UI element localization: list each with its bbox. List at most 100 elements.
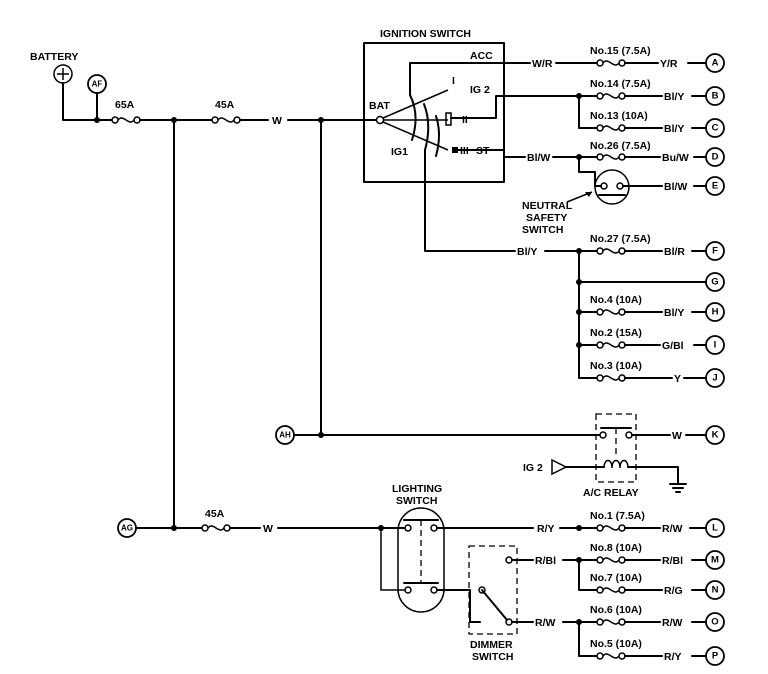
connector-h[interactable]: H <box>705 302 725 322</box>
neutral-label-2: SAFETY <box>526 212 567 224</box>
battery-label: BATTERY <box>30 51 78 63</box>
wire-out-k: W <box>672 430 682 442</box>
connector-af[interactable]: AF <box>87 74 107 94</box>
wire-w-r-label: W/R <box>532 58 553 70</box>
fuse-no4 <box>596 308 626 316</box>
svg-text:A: A <box>712 58 719 69</box>
wire-out-o: R/W <box>662 617 683 629</box>
ign-ig1-label: IG1 <box>391 146 408 158</box>
wire-w-lighting-label: W <box>263 523 273 535</box>
ign-pos-ii: II <box>462 114 468 126</box>
dimmer-switch <box>468 545 518 635</box>
connector-d[interactable]: D <box>705 147 725 167</box>
fuse-no13 <box>596 124 626 132</box>
fuse-no2 <box>596 341 626 349</box>
wire-out-e: Bl/W <box>664 181 687 193</box>
connector-i[interactable]: I <box>705 335 725 355</box>
wire-r-w-label: R/W <box>535 617 556 629</box>
fuse-no1 <box>596 524 626 532</box>
battery: BATTERY <box>30 51 78 84</box>
fuse-no26 <box>596 153 626 161</box>
lighting-switch-label-2: SWITCH <box>396 495 437 507</box>
ac-relay <box>595 413 637 483</box>
dimmer-label-2: SWITCH <box>472 651 513 663</box>
fuse-no8 <box>596 556 626 564</box>
fuse-no15 <box>596 59 626 67</box>
svg-text:AG: AG <box>121 524 133 533</box>
ign-pos-i: I <box>452 75 455 87</box>
wire-out-p: R/Y <box>664 651 682 663</box>
connector-g[interactable]: G <box>705 272 725 292</box>
svg-text:D: D <box>712 152 719 163</box>
svg-text:I: I <box>714 340 717 351</box>
svg-text:M: M <box>711 555 719 566</box>
fuse-no2-label: No.2 (15A) <box>590 327 642 339</box>
fuse-no14-label: No.14 (7.5A) <box>590 78 651 90</box>
fuse-no27 <box>596 247 626 255</box>
connector-a[interactable]: A <box>705 53 725 73</box>
svg-text:N: N <box>712 585 719 596</box>
ign-bat-label: BAT <box>369 100 390 112</box>
fuse-light-45a <box>201 524 231 532</box>
fuse-65a <box>111 116 141 124</box>
wire-r-y-label: R/Y <box>537 523 555 535</box>
fuse-45a-label: 45A <box>215 99 235 111</box>
connector-l[interactable]: L <box>705 518 725 538</box>
lighting-switch-label-1: LIGHTING <box>392 483 442 495</box>
connector-c[interactable]: C <box>705 118 725 138</box>
svg-text:K: K <box>712 430 719 441</box>
svg-text:E: E <box>712 181 718 192</box>
connector-ah[interactable]: AH <box>275 425 295 445</box>
fuse-no27-label: No.27 (7.5A) <box>590 233 651 245</box>
wire-w-label: W <box>272 115 282 127</box>
connector-e[interactable]: E <box>705 176 725 196</box>
ig2-input-label: IG 2 <box>523 462 543 474</box>
svg-text:B: B <box>712 91 719 102</box>
connector-f[interactable]: F <box>705 241 725 261</box>
fuse-no8-label: No.8 (10A) <box>590 542 642 554</box>
connector-k[interactable]: K <box>705 425 725 445</box>
wire-out-a: Y/R <box>660 58 678 70</box>
svg-text:AH: AH <box>279 431 291 440</box>
fuse-no15-label: No.15 (7.5A) <box>590 45 651 57</box>
connector-o[interactable]: O <box>705 612 725 632</box>
fuse-no14 <box>596 92 626 100</box>
fuse-no4-label: No.4 (10A) <box>590 294 642 306</box>
ground-symbol <box>669 483 687 493</box>
wire-r-bl-label: R/Bl <box>535 555 556 567</box>
wire-out-c: Bl/Y <box>664 123 684 135</box>
fuse-no26-label: No.26 (7.5A) <box>590 140 651 152</box>
svg-text:AF: AF <box>92 80 103 89</box>
fuse-no7-label: No.7 (10A) <box>590 572 642 584</box>
wire-out-i: G/Bl <box>662 340 684 352</box>
wire-out-b: Bl/Y <box>664 91 684 103</box>
wire-out-m: R/Bl <box>662 555 683 567</box>
wire-out-h: Bl/Y <box>664 307 684 319</box>
neutral-label-1: NEUTRAL <box>522 200 573 212</box>
wire-out-f: Bl/R <box>664 246 685 258</box>
ac-relay-label: A/C RELAY <box>583 487 639 499</box>
ignition-switch-box <box>363 42 505 183</box>
connector-j[interactable]: J <box>705 368 725 388</box>
ign-ig2-label: IG 2 <box>470 84 490 96</box>
ign-acc-label: ACC <box>470 50 493 62</box>
wire-out-l: R/W <box>662 523 683 535</box>
fuse-no1-label: No.1 (7.5A) <box>590 510 645 522</box>
wire-out-d: Bu/W <box>662 152 689 164</box>
dimmer-label-1: DIMMER <box>470 639 513 651</box>
svg-text:F: F <box>712 246 718 257</box>
connector-m[interactable]: M <box>705 550 725 570</box>
wire-out-n: R/G <box>664 585 683 597</box>
wire-bl-w-label: Bl/W <box>527 152 550 164</box>
fuse-65a-label: 65A <box>115 99 135 111</box>
neutral-label-3: SWITCH <box>522 224 563 236</box>
connector-n[interactable]: N <box>705 580 725 600</box>
wire-bl-y-label: Bl/Y <box>517 246 537 258</box>
svg-text:C: C <box>712 123 719 134</box>
connector-ag[interactable]: AG <box>117 518 137 538</box>
connector-p[interactable]: P <box>705 646 725 666</box>
connector-b[interactable]: B <box>705 86 725 106</box>
fuse-no3-label: No.3 (10A) <box>590 360 642 372</box>
neutral-safety-switch <box>566 169 663 205</box>
